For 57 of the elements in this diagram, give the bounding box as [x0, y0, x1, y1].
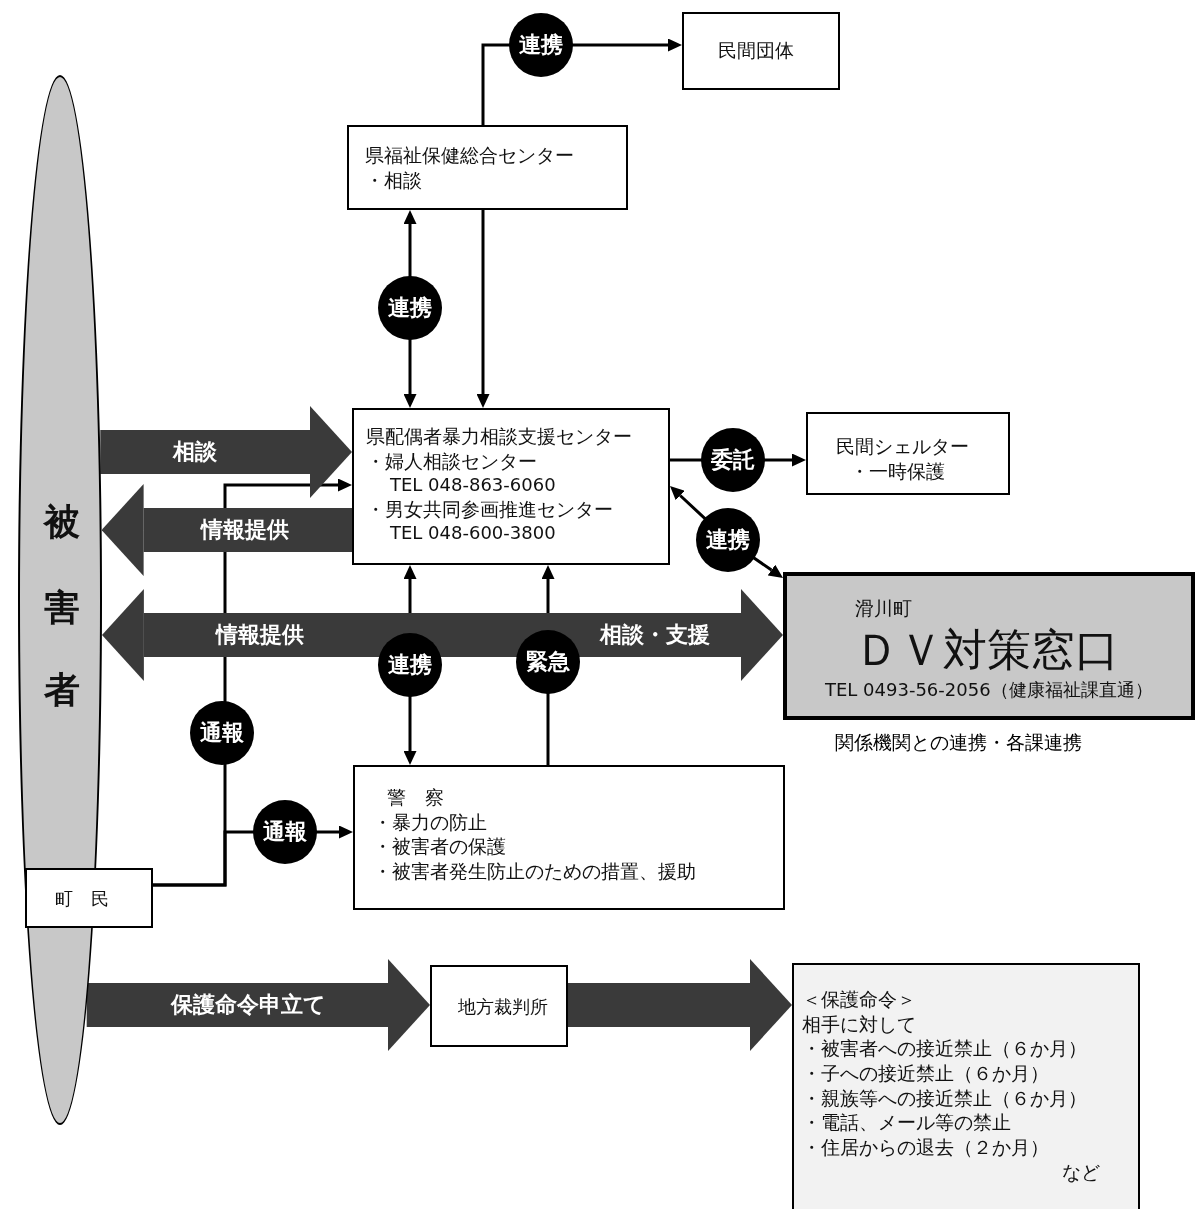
organization-box: [352, 408, 670, 565]
box-text: ・男女共同参画推進センター: [366, 496, 613, 522]
box-text: ＤＶ対策窓口: [854, 622, 1119, 677]
box-text: ・被害者発生防止のための措置、援助: [373, 859, 696, 884]
box-text: ・相談: [365, 167, 422, 193]
citizen-box: [25, 868, 153, 928]
block-arrow: [86, 959, 430, 1051]
edge-label: 連携: [509, 13, 573, 77]
box-text: ・婦人相談センター: [366, 448, 537, 474]
box-text: 警 察: [386, 785, 444, 810]
edge-label: 連携: [378, 633, 442, 697]
order-box: [792, 963, 1140, 1209]
arrow-label: 相談: [173, 438, 217, 466]
box-text: 県配偶者暴力相談支援センター: [366, 424, 632, 449]
box-text: ・住居からの退去（２か月）: [802, 1135, 1049, 1160]
box-text: TEL 048-600-3800: [389, 521, 556, 545]
box-text: ・親族等への接近禁止（６か月）: [802, 1085, 1087, 1111]
box-text: ・電話、メール等の禁止: [802, 1110, 1011, 1136]
vertical-text: 被害者: [41, 473, 80, 725]
box-text: TEL 048-863-6060: [389, 473, 556, 497]
box-text: 相手に対して: [802, 1011, 916, 1037]
box-text: 地方裁判所: [458, 995, 548, 1019]
box-text: 民間団体: [718, 38, 794, 63]
box-text: 県福祉保健総合センター: [365, 143, 574, 168]
edge-label: 通報: [190, 701, 254, 765]
court-box: [430, 965, 568, 1047]
block-arrow: [568, 959, 792, 1051]
arrow-label: 保護命令申立て: [170, 991, 326, 1019]
box-text: ・被害者の保護: [373, 834, 506, 860]
organization-box: [347, 125, 628, 210]
arrow: [476, 210, 490, 408]
box-text: ・一時保護: [849, 458, 945, 484]
box-text: TEL 0493-56-2056（健康福祉課直通）: [824, 677, 1153, 702]
box-text: 民間シェルター: [836, 434, 969, 459]
box-text: ・被害者への接近禁止（６か月）: [802, 1036, 1087, 1062]
box-text: 町 民: [55, 887, 109, 911]
contact-box: [783, 572, 1195, 720]
organization-box: [682, 12, 840, 90]
block-arrow: [100, 406, 352, 498]
police-box: [353, 765, 785, 910]
box-text: ・子への接近禁止（６か月）: [802, 1061, 1049, 1086]
box-text: など: [1061, 1159, 1100, 1185]
box-text: 滑川町: [854, 596, 912, 621]
box-text: ＜保護命令＞: [802, 987, 916, 1012]
edge-label: 連携: [378, 276, 442, 340]
box-text: ・暴力の防止: [373, 809, 487, 835]
organization-box: [806, 412, 1010, 495]
block-arrow: [101, 484, 352, 576]
arrow-label: 情報提供: [201, 516, 289, 544]
caption-text: 関係機関との連携・各課連携: [835, 730, 1082, 755]
edge-label: 委託: [701, 428, 765, 492]
block-arrow: [101, 589, 783, 681]
edge-label: 緊急: [516, 630, 580, 694]
edge-label: 連携: [696, 508, 760, 572]
edge-label: 通報: [253, 800, 317, 864]
arrow-label: 相談・支援: [600, 621, 710, 649]
arrow-label: 情報提供: [216, 621, 304, 649]
